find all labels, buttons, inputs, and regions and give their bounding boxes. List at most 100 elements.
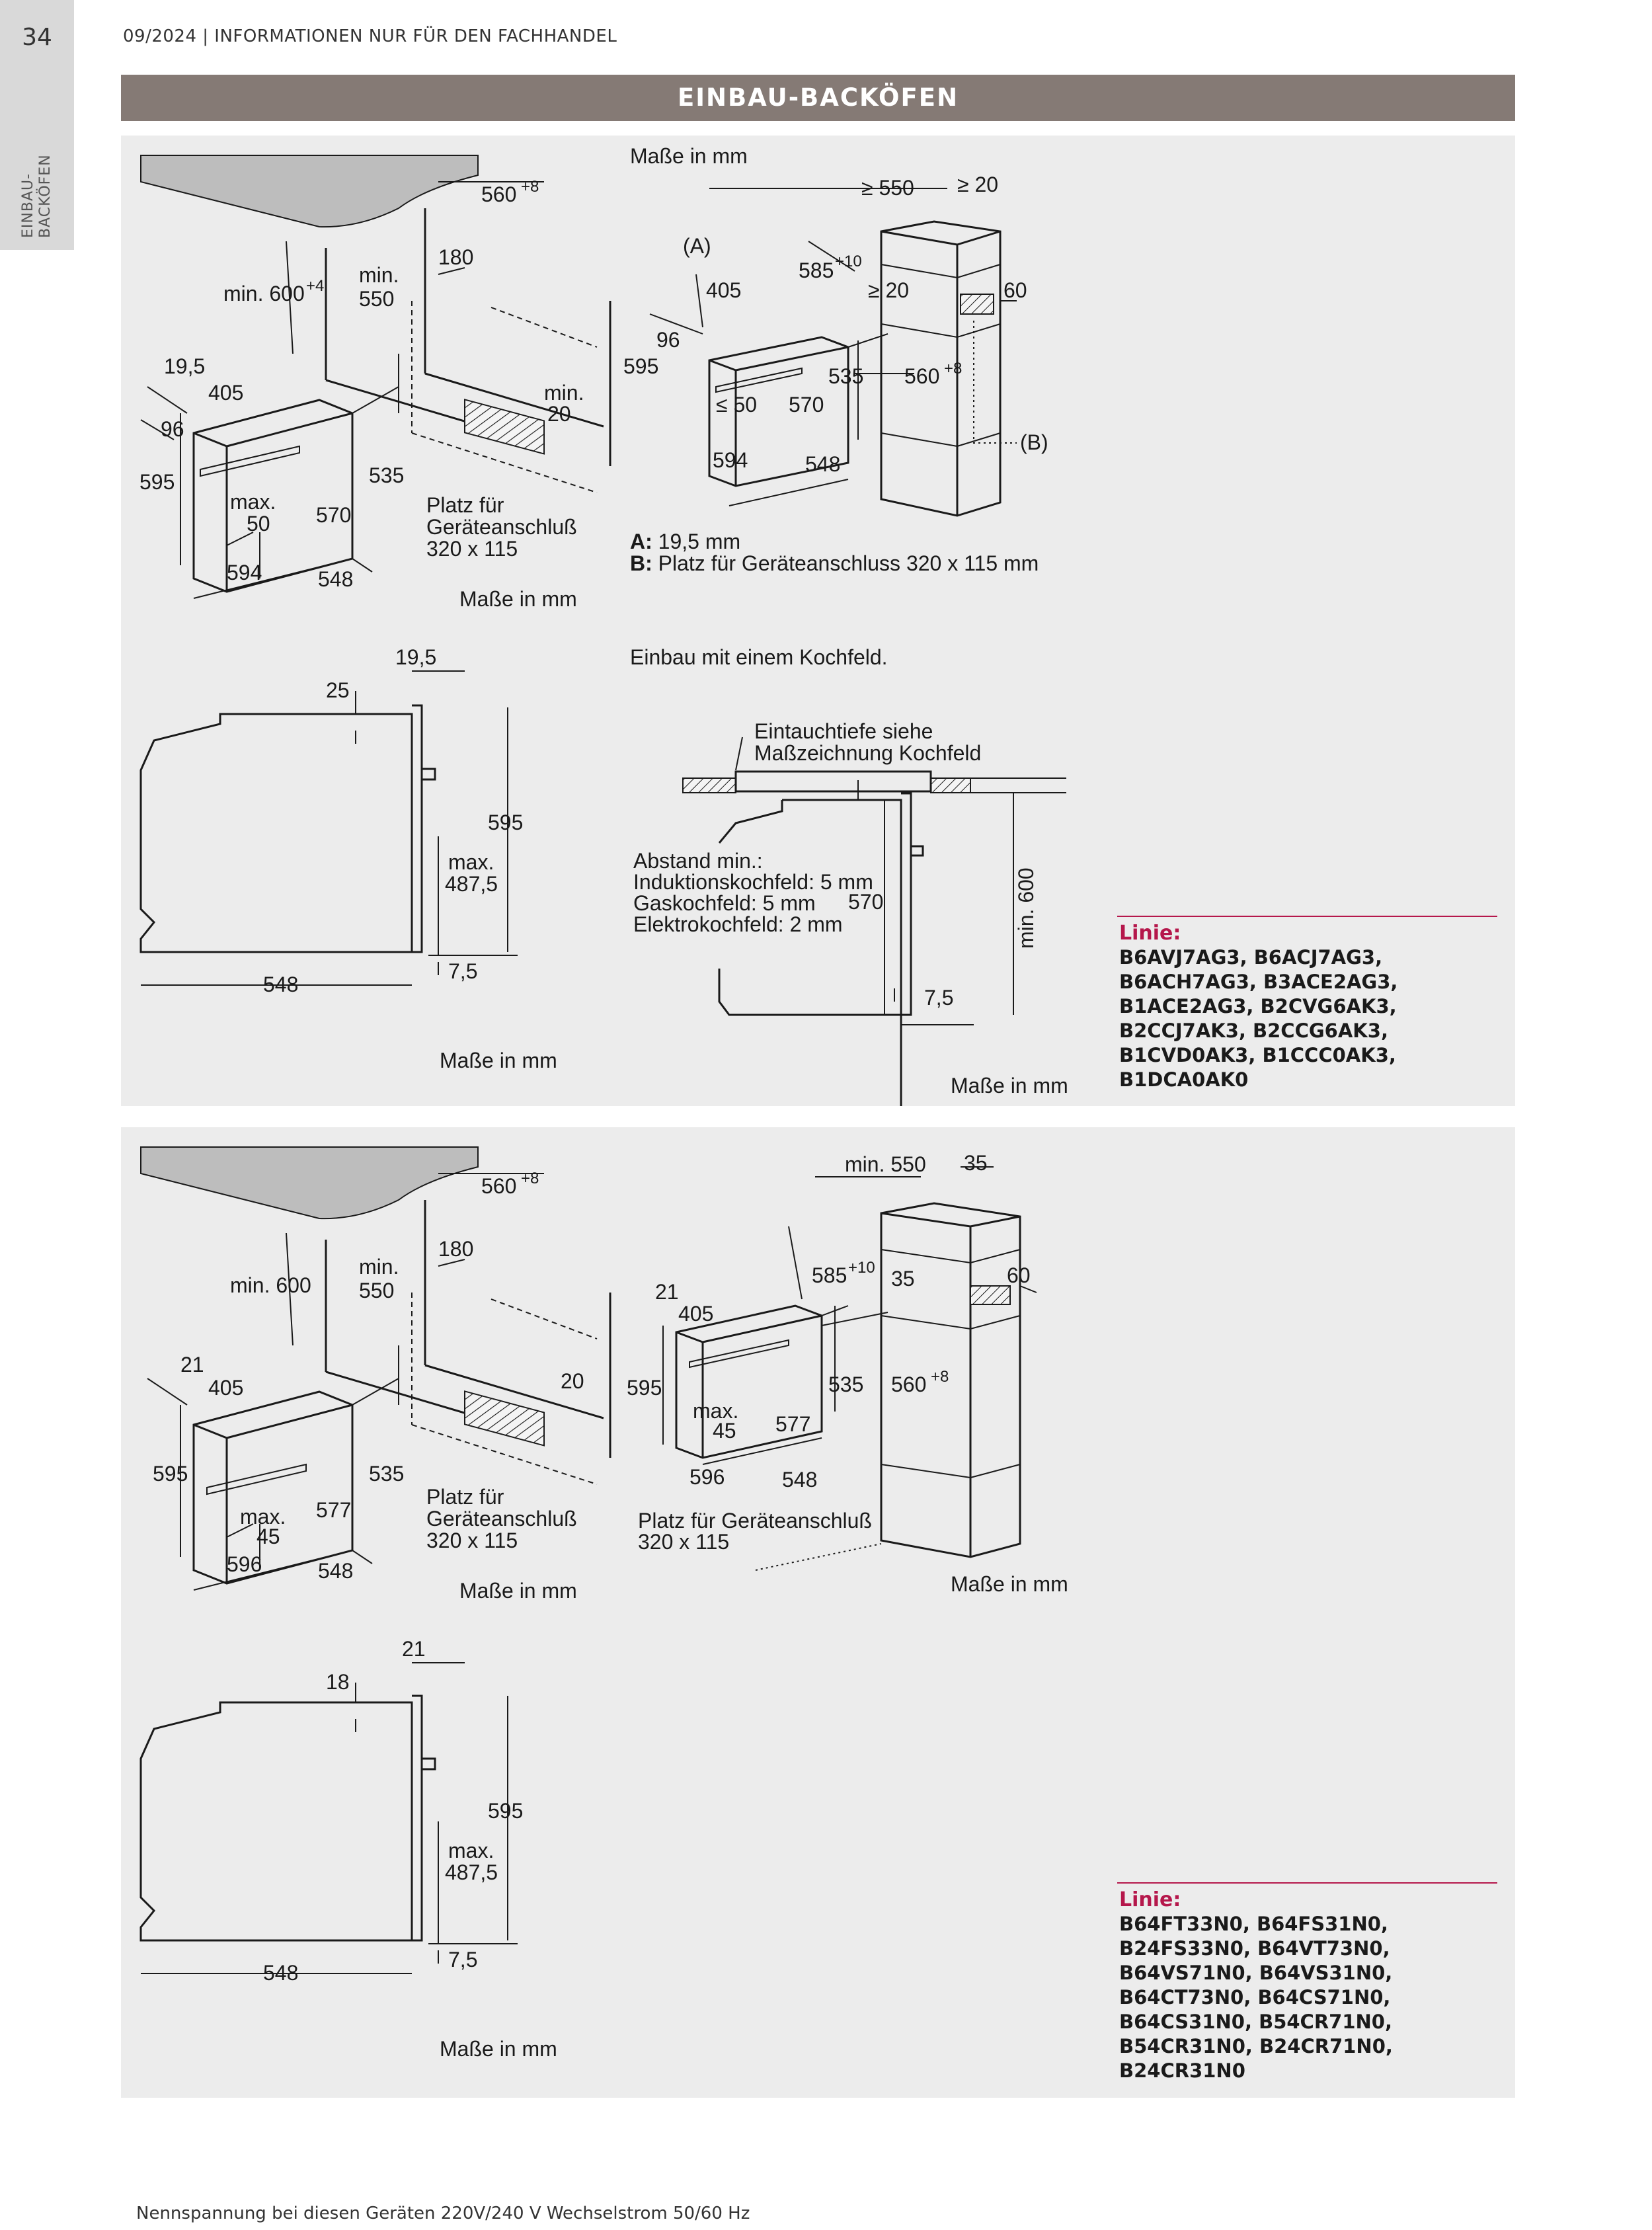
oven-body bbox=[192, 1390, 354, 1585]
dim-548: 548 bbox=[263, 1961, 298, 1985]
dim-535: 535 bbox=[828, 364, 863, 388]
dim-max-b: 50 bbox=[247, 512, 270, 536]
dim-ge550: ≥ 550 bbox=[861, 176, 914, 200]
dim-570: 570 bbox=[789, 393, 824, 417]
dim-35-top: 35 bbox=[964, 1151, 988, 1175]
note-line1: Eintauchtiefe siehe bbox=[754, 719, 933, 743]
dim-560: 560 bbox=[891, 1373, 926, 1396]
oven-handle bbox=[689, 1339, 789, 1369]
dimension-lines-3 bbox=[141, 670, 518, 986]
dim-min600-tol: +4 bbox=[306, 277, 324, 295]
oven-handle bbox=[206, 1463, 307, 1495]
dim-max-b: 487,5 bbox=[445, 1860, 498, 1884]
dim-560: 560 bbox=[481, 182, 516, 206]
oven-side-profile bbox=[139, 713, 413, 953]
oven-body bbox=[708, 336, 849, 487]
linie-rule-2 bbox=[1117, 1882, 1497, 1884]
dim-405: 405 bbox=[678, 1302, 713, 1326]
dim-595: 595 bbox=[488, 1799, 523, 1823]
dim-594: 594 bbox=[227, 561, 262, 584]
footer-note: Nennspannung bei diesen Geräten 220V/240… bbox=[136, 2204, 750, 2223]
handle-stub bbox=[420, 768, 436, 781]
dim-min600: min. 600 bbox=[1014, 867, 1038, 949]
worktop-left bbox=[682, 777, 736, 793]
connection-leader bbox=[755, 1543, 882, 1571]
installation-panel-1: 560 +8 min. 600 +4 min. 550 180 19,5 405… bbox=[121, 136, 1515, 1121]
dimension-lines-3 bbox=[141, 1662, 518, 1974]
dim-60: 60 bbox=[1003, 278, 1027, 302]
handle-stub bbox=[420, 1757, 436, 1771]
dim-21: 21 bbox=[180, 1353, 204, 1376]
linie-models-1: B6AVJ7AG3, B6ACJ7AG3, B6ACH7AG3, B3ACE2A… bbox=[1119, 946, 1398, 1091]
page-number: 34 bbox=[22, 24, 52, 51]
front-panel bbox=[412, 704, 423, 953]
linie-title-2: Linie: bbox=[1119, 1888, 1181, 1911]
dim-577: 577 bbox=[316, 1498, 351, 1522]
distance-line2: Induktionskochfeld: 5 mm bbox=[633, 870, 873, 894]
units-label: Maße in mm bbox=[630, 144, 748, 168]
dim-96: 96 bbox=[161, 417, 184, 441]
dim-21: 21 bbox=[402, 1637, 426, 1661]
dim-548: 548 bbox=[318, 1559, 353, 1583]
dimension-lines-2 bbox=[662, 1166, 1037, 1465]
connection-label-1: Platz für Geräteanschluß bbox=[638, 1509, 872, 1533]
legend-a-text: 19,5 mm bbox=[652, 530, 740, 553]
oven-front bbox=[901, 792, 912, 1016]
tall-cabinet bbox=[880, 1202, 1021, 1558]
legend-a: A: 19,5 mm bbox=[630, 530, 740, 553]
dim-585: 585 bbox=[812, 1263, 847, 1287]
dim-max-a: max. bbox=[693, 1399, 738, 1423]
cabinet-frame bbox=[325, 1200, 611, 1458]
dim-405: 405 bbox=[208, 1376, 243, 1400]
dim-min550-b: 550 bbox=[359, 287, 394, 311]
dim-19-5: 19,5 bbox=[164, 354, 205, 378]
connection-label-2: Geräteanschluß bbox=[426, 515, 577, 539]
dim-595: 595 bbox=[488, 811, 523, 834]
side-tab bbox=[0, 0, 74, 250]
drawing-side-profile-1: 19,5 25 595 max. 487,5 548 7,5 Maße in m… bbox=[139, 645, 557, 1072]
connection-area bbox=[464, 1390, 545, 1447]
dim-60: 60 bbox=[1007, 1263, 1031, 1287]
dim-180: 180 bbox=[438, 245, 473, 269]
dimension-lines-1 bbox=[140, 181, 544, 599]
dim-min20-b: 20 bbox=[547, 402, 571, 426]
dim-ge20-top: ≥ 20 bbox=[957, 173, 998, 196]
oven-body bbox=[675, 1304, 823, 1459]
cabinet-shelves bbox=[881, 264, 1001, 447]
dim-595: 595 bbox=[153, 1462, 188, 1486]
section-title-bar: EINBAU-BACKÖFEN bbox=[121, 75, 1515, 121]
dim-595: 595 bbox=[627, 1376, 662, 1400]
dim-548: 548 bbox=[805, 452, 840, 476]
dim-7-5: 7,5 bbox=[448, 959, 477, 983]
dim-min550-a: min. bbox=[359, 1255, 399, 1279]
oven-side-profile bbox=[139, 1701, 413, 1942]
dim-596: 596 bbox=[227, 1552, 262, 1576]
tall-cabinet bbox=[880, 220, 1002, 517]
dim-B: (B) bbox=[1020, 430, 1048, 454]
dim-max-a: max. bbox=[448, 1839, 494, 1862]
dim-535: 535 bbox=[369, 1462, 404, 1486]
panel-1-drawings: 560 +8 min. 600 +4 min. 550 180 19,5 405… bbox=[139, 144, 1068, 1121]
legend-b: B: Platz für Geräteanschluss 320 x 115 m… bbox=[630, 551, 1039, 575]
connection-leader bbox=[973, 321, 1017, 444]
note-line2: Maßzeichnung Kochfeld bbox=[754, 741, 981, 765]
units-label: Maße in mm bbox=[459, 587, 577, 611]
dim-max-a: max. bbox=[448, 850, 494, 874]
connection-area bbox=[970, 1285, 1011, 1305]
dim-180: 180 bbox=[438, 1237, 473, 1261]
drawing-tall-unit-2: min. 550 35 585 +10 35 60 21 405 595 535… bbox=[627, 1151, 1068, 1596]
panel-2-drawings: 560 +8 min. 600 min. 550 180 21 405 595 … bbox=[139, 1146, 1068, 2061]
drawing-undercounter-1: 560 +8 min. 600 +4 min. 550 180 19,5 405… bbox=[139, 155, 611, 611]
side-section-label: EINBAU- BACKÖFEN bbox=[20, 26, 73, 238]
dim-20: 20 bbox=[561, 1369, 584, 1393]
dim-max-a: max. bbox=[240, 1505, 286, 1529]
dim-ge20-mid: ≥ 20 bbox=[868, 278, 909, 302]
oven-handle bbox=[715, 367, 803, 393]
units-label: Maße in mm bbox=[440, 2037, 557, 2061]
dim-max-a: max. bbox=[230, 490, 276, 514]
legend-b-text: Platz für Geräteanschluss 320 x 115 mm bbox=[652, 551, 1039, 575]
dim-A: (A) bbox=[683, 234, 711, 258]
countertop bbox=[140, 155, 479, 228]
distance-line3: Gaskochfeld: 5 mm bbox=[633, 891, 816, 915]
dim-max-b: 487,5 bbox=[445, 872, 498, 896]
